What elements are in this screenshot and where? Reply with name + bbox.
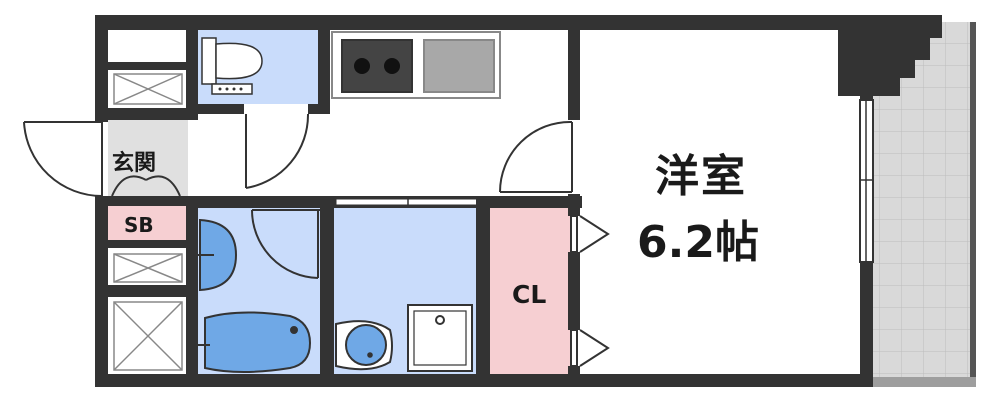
bath-basin <box>198 218 238 292</box>
closet-label: CL <box>512 280 547 309</box>
wall-left-strip-top <box>108 62 188 70</box>
room-name-label: 洋室 <box>655 151 747 202</box>
wall-room-upper <box>568 30 580 120</box>
wall-pillar <box>838 15 942 96</box>
wall-room-bottom <box>568 366 580 376</box>
wall-right-lower <box>860 262 873 387</box>
entrance-label: 玄関 <box>112 151 157 176</box>
washer-pan <box>407 304 473 372</box>
shoe-box-label: SB <box>124 213 154 237</box>
wall-toilet-bottom-r <box>308 104 330 114</box>
storage-box-3 <box>113 301 183 371</box>
door-swings <box>23 113 573 279</box>
wall-left-lower <box>95 196 108 387</box>
wall-top <box>95 15 875 30</box>
wall-room-mid <box>568 194 580 216</box>
storage-box-1 <box>113 73 183 105</box>
wall-bath-wash <box>320 208 334 376</box>
shoe-box <box>108 206 186 240</box>
storage-box-2 <box>113 253 183 283</box>
toilet <box>201 37 263 95</box>
wall-left-upper <box>95 15 108 122</box>
wall-entrance-bottom <box>108 196 196 206</box>
bathtub <box>198 311 312 373</box>
wall-storage-divider <box>108 285 188 297</box>
balcony-rail <box>970 22 976 385</box>
wall-wash-closet <box>476 196 490 376</box>
wall-sb-bottom <box>108 240 196 248</box>
kitchen-counter <box>331 31 501 99</box>
closet-doors <box>570 215 610 367</box>
wall-left-strip-mid <box>108 108 188 120</box>
balcony-bottom-edge <box>866 377 976 387</box>
room-size-label: 6.2帖 <box>637 217 759 268</box>
wall-entrance-inner <box>186 30 198 120</box>
closet-area <box>490 206 570 374</box>
wall-toilet-bottom <box>198 104 244 114</box>
wall-left-strip-right <box>186 206 198 376</box>
wall-room-low <box>568 252 580 330</box>
wall-toilet-right <box>318 30 330 104</box>
wall-bottom <box>95 374 873 387</box>
wall-kitchen-bottom <box>186 196 336 208</box>
wash-basin <box>335 320 393 371</box>
